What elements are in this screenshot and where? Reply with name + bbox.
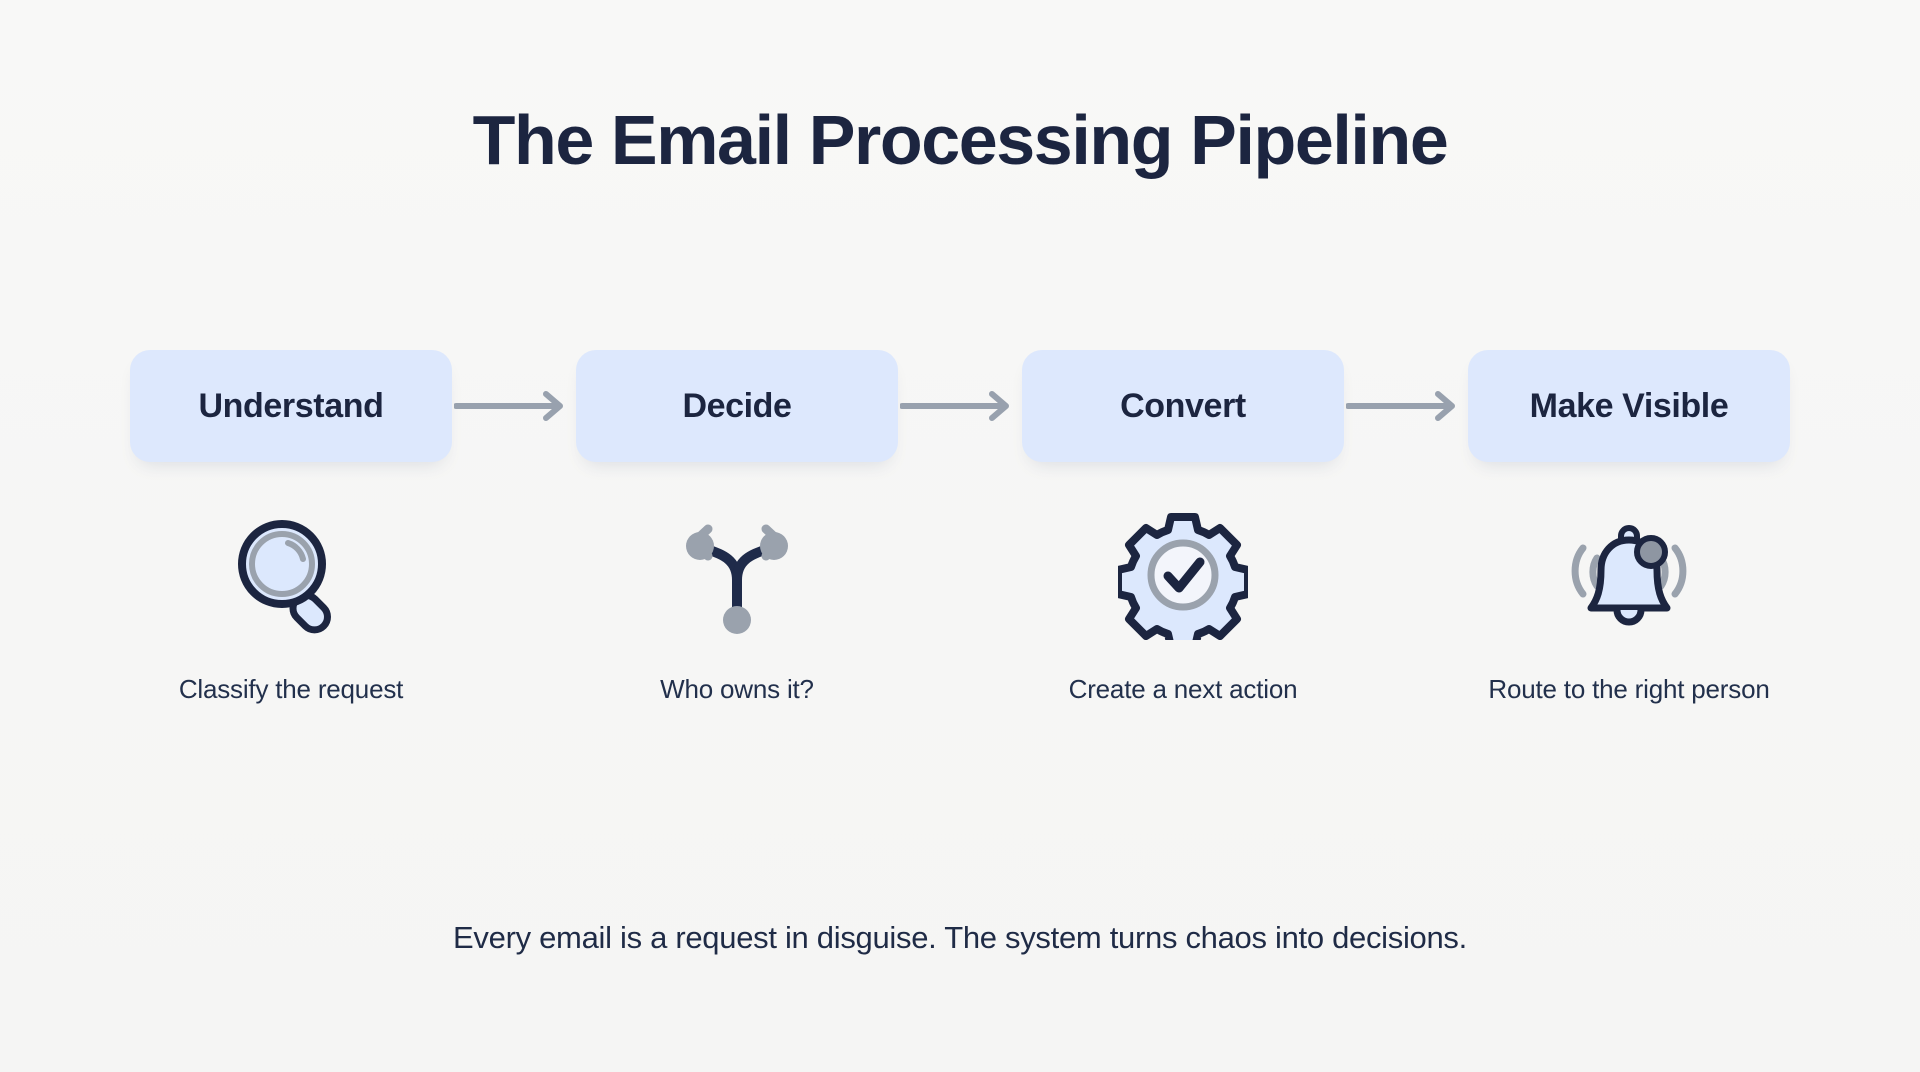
page-title: The Email Processing Pipeline — [472, 101, 1449, 179]
gear-check-icon — [1118, 513, 1248, 640]
detail-caption-understand: Classify the request — [178, 674, 404, 704]
gear-check-icon-wrap — [1103, 500, 1263, 650]
pipeline-stage-row: Understand Decide Convert — [130, 344, 1790, 468]
bell-ringing-icon-wrap — [1549, 500, 1709, 650]
arrow-understand-to-decide — [452, 391, 576, 421]
detail-caption-make-visible: Route to the right person — [1488, 674, 1770, 704]
stage-label-understand: Understand — [198, 386, 384, 425]
stage-label-convert: Convert — [1120, 386, 1246, 425]
stage-box-make-visible[interactable]: Make Visible — [1468, 350, 1790, 462]
arrow-right-icon — [1346, 391, 1455, 421]
magnifier-icon-wrap — [211, 500, 371, 650]
stage-box-understand[interactable]: Understand — [130, 350, 452, 462]
detail-caption-convert: Create a next action — [1068, 674, 1298, 704]
bell-ringing-icon — [1571, 525, 1687, 626]
detail-caption-decide: Who owns it? — [660, 674, 814, 704]
detail-column-decide: Who owns it? — [576, 500, 898, 705]
detail-column-make-visible: Route to the right person — [1468, 500, 1790, 705]
arrow-right-icon — [900, 391, 1009, 421]
pipeline-detail-row: Classify the request Who — [130, 500, 1790, 705]
stage-label-decide: Decide — [682, 386, 792, 425]
stage-label-make-visible: Make Visible — [1529, 386, 1729, 425]
arrow-convert-to-make-visible — [1344, 391, 1468, 421]
detail-column-understand: Classify the request — [130, 500, 452, 705]
branch-fork-icon — [686, 524, 788, 634]
branch-fork-icon-wrap — [657, 500, 817, 650]
arrow-right-icon — [454, 391, 563, 421]
magnifier-icon — [238, 520, 331, 634]
detail-column-convert: Create a next action — [1022, 500, 1344, 705]
stage-box-convert[interactable]: Convert — [1022, 350, 1344, 462]
stage-box-decide[interactable]: Decide — [576, 350, 898, 462]
arrow-decide-to-convert — [898, 391, 1022, 421]
footnote-text: Every email is a request in disguise. Th… — [453, 920, 1467, 955]
